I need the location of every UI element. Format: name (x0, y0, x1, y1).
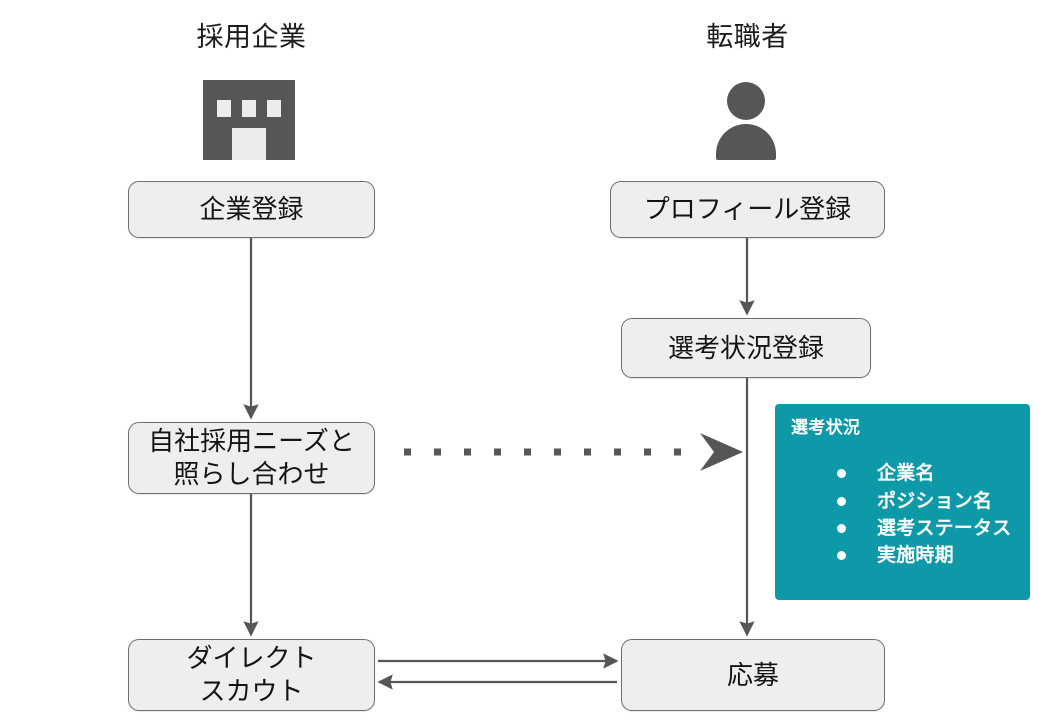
building-door (232, 128, 266, 160)
person-head (727, 82, 765, 120)
node-selection-status-registration[interactable]: 選考状況登録 (621, 318, 871, 378)
node-apply[interactable]: 応募 (621, 639, 885, 711)
selection-status-callout: 選考状況 企業名 ポジション名 選考ステータス 実施時期 (775, 404, 1030, 600)
building-window-1 (217, 100, 231, 117)
person-icon (716, 82, 776, 160)
list-item: 実施時期 (837, 542, 1020, 569)
wire-match-to-callout-arrowhead (700, 433, 743, 471)
list-item: ポジション名 (837, 488, 1020, 515)
building-icon (203, 80, 295, 160)
list-item: 選考ステータス (837, 515, 1020, 542)
building-window-3 (267, 100, 281, 117)
node-direct-scout[interactable]: ダイレクト スカウト (128, 639, 375, 711)
column-title-jobseeker: 転職者 (706, 22, 789, 52)
callout-title: 選考状況 (791, 418, 861, 437)
callout-list: 企業名 ポジション名 選考ステータス 実施時期 (791, 460, 1020, 569)
column-title-company: 採用企業 (196, 22, 307, 52)
building-window-2 (242, 100, 256, 117)
node-company-registration[interactable]: 企業登録 (128, 181, 375, 238)
node-match-hiring-needs[interactable]: 自社採用ニーズと 照らし合わせ (128, 422, 375, 494)
list-item: 企業名 (837, 460, 1020, 487)
node-profile-registration[interactable]: プロフィール登録 (610, 181, 885, 238)
person-body (716, 124, 776, 160)
